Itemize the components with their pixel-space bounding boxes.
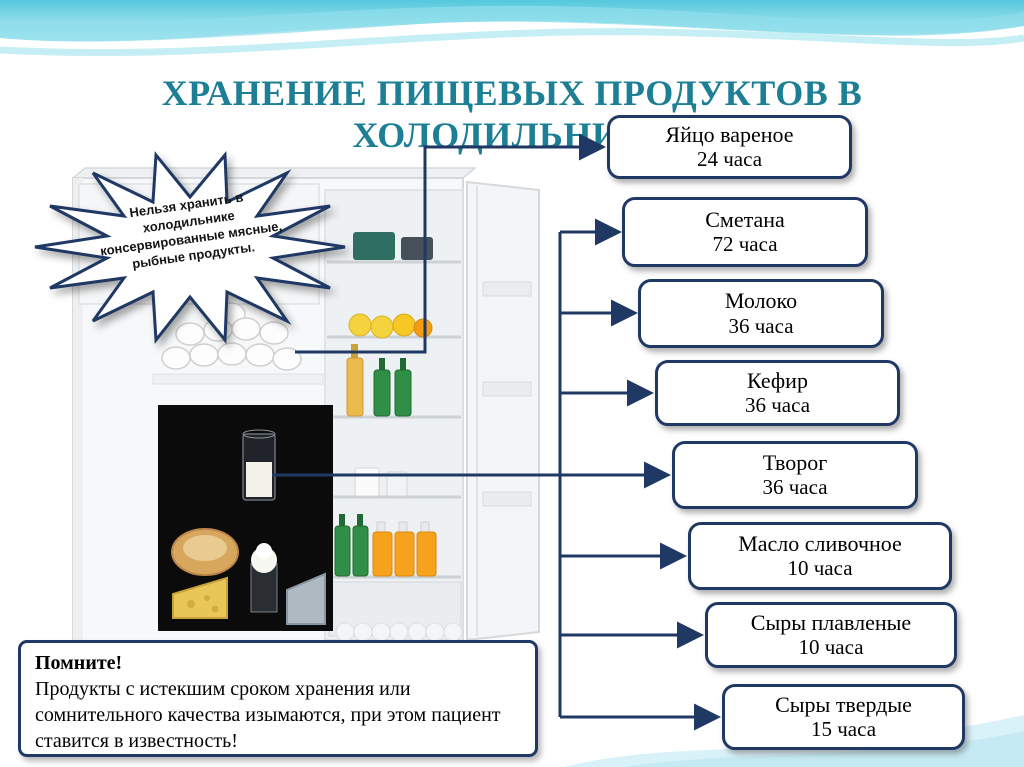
reminder-note: Помните! Продукты с истекшим сроком хран… (18, 640, 538, 757)
product-box-kefir: Кефир 36 часа (655, 360, 900, 426)
product-name: Масло сливочное (738, 530, 902, 556)
product-name: Сметана (705, 206, 785, 232)
product-duration: 36 часа (762, 475, 828, 500)
product-name: Сыры плавленые (750, 609, 912, 635)
product-duration: 24 часа (696, 147, 763, 172)
product-duration: 10 часа (787, 556, 853, 581)
product-box-butter: Масло сливочное 10 часа (688, 522, 952, 590)
reminder-heading: Помните! (35, 652, 123, 674)
reminder-body: Продукты с истекшим сроком хранения или … (35, 678, 501, 752)
product-box-smetana: Сметана 72 часа (622, 197, 868, 267)
product-duration: 36 часа (728, 313, 794, 338)
product-box-hard-cheese: Сыры твердые 15 часа (722, 684, 965, 750)
product-name: Кефир (747, 367, 808, 393)
product-name: Сыры твердые (775, 691, 912, 717)
product-duration: 15 часа (810, 717, 877, 742)
product-name: Яйцо вареное (665, 121, 794, 147)
starburst-shape (34, 151, 346, 345)
product-box-processed-cheese: Сыры плавленые 10 часа (705, 602, 957, 668)
product-name: Молоко (724, 288, 798, 314)
header-wave (0, 0, 1024, 57)
footer-wave (564, 715, 1024, 767)
product-box-tvorog: Творог 36 часа (672, 441, 918, 509)
product-duration: 10 часа (798, 635, 864, 660)
product-duration: 36 часа (744, 393, 811, 418)
warning-starburst: Нельзя хранить в холодильнике консервиро… (25, 145, 355, 350)
product-box-milk: Молоко 36 часа (638, 279, 884, 348)
product-duration: 72 часа (712, 232, 778, 257)
product-name: Творог (762, 449, 828, 475)
product-box-boiled-egg: Яйцо вареное 24 часа (607, 115, 852, 179)
page-title: ХРАНЕНИЕ ПИЩЕВЫХ ПРОДУКТОВ В ХОЛОДИЛЬНИК… (161, 73, 863, 155)
